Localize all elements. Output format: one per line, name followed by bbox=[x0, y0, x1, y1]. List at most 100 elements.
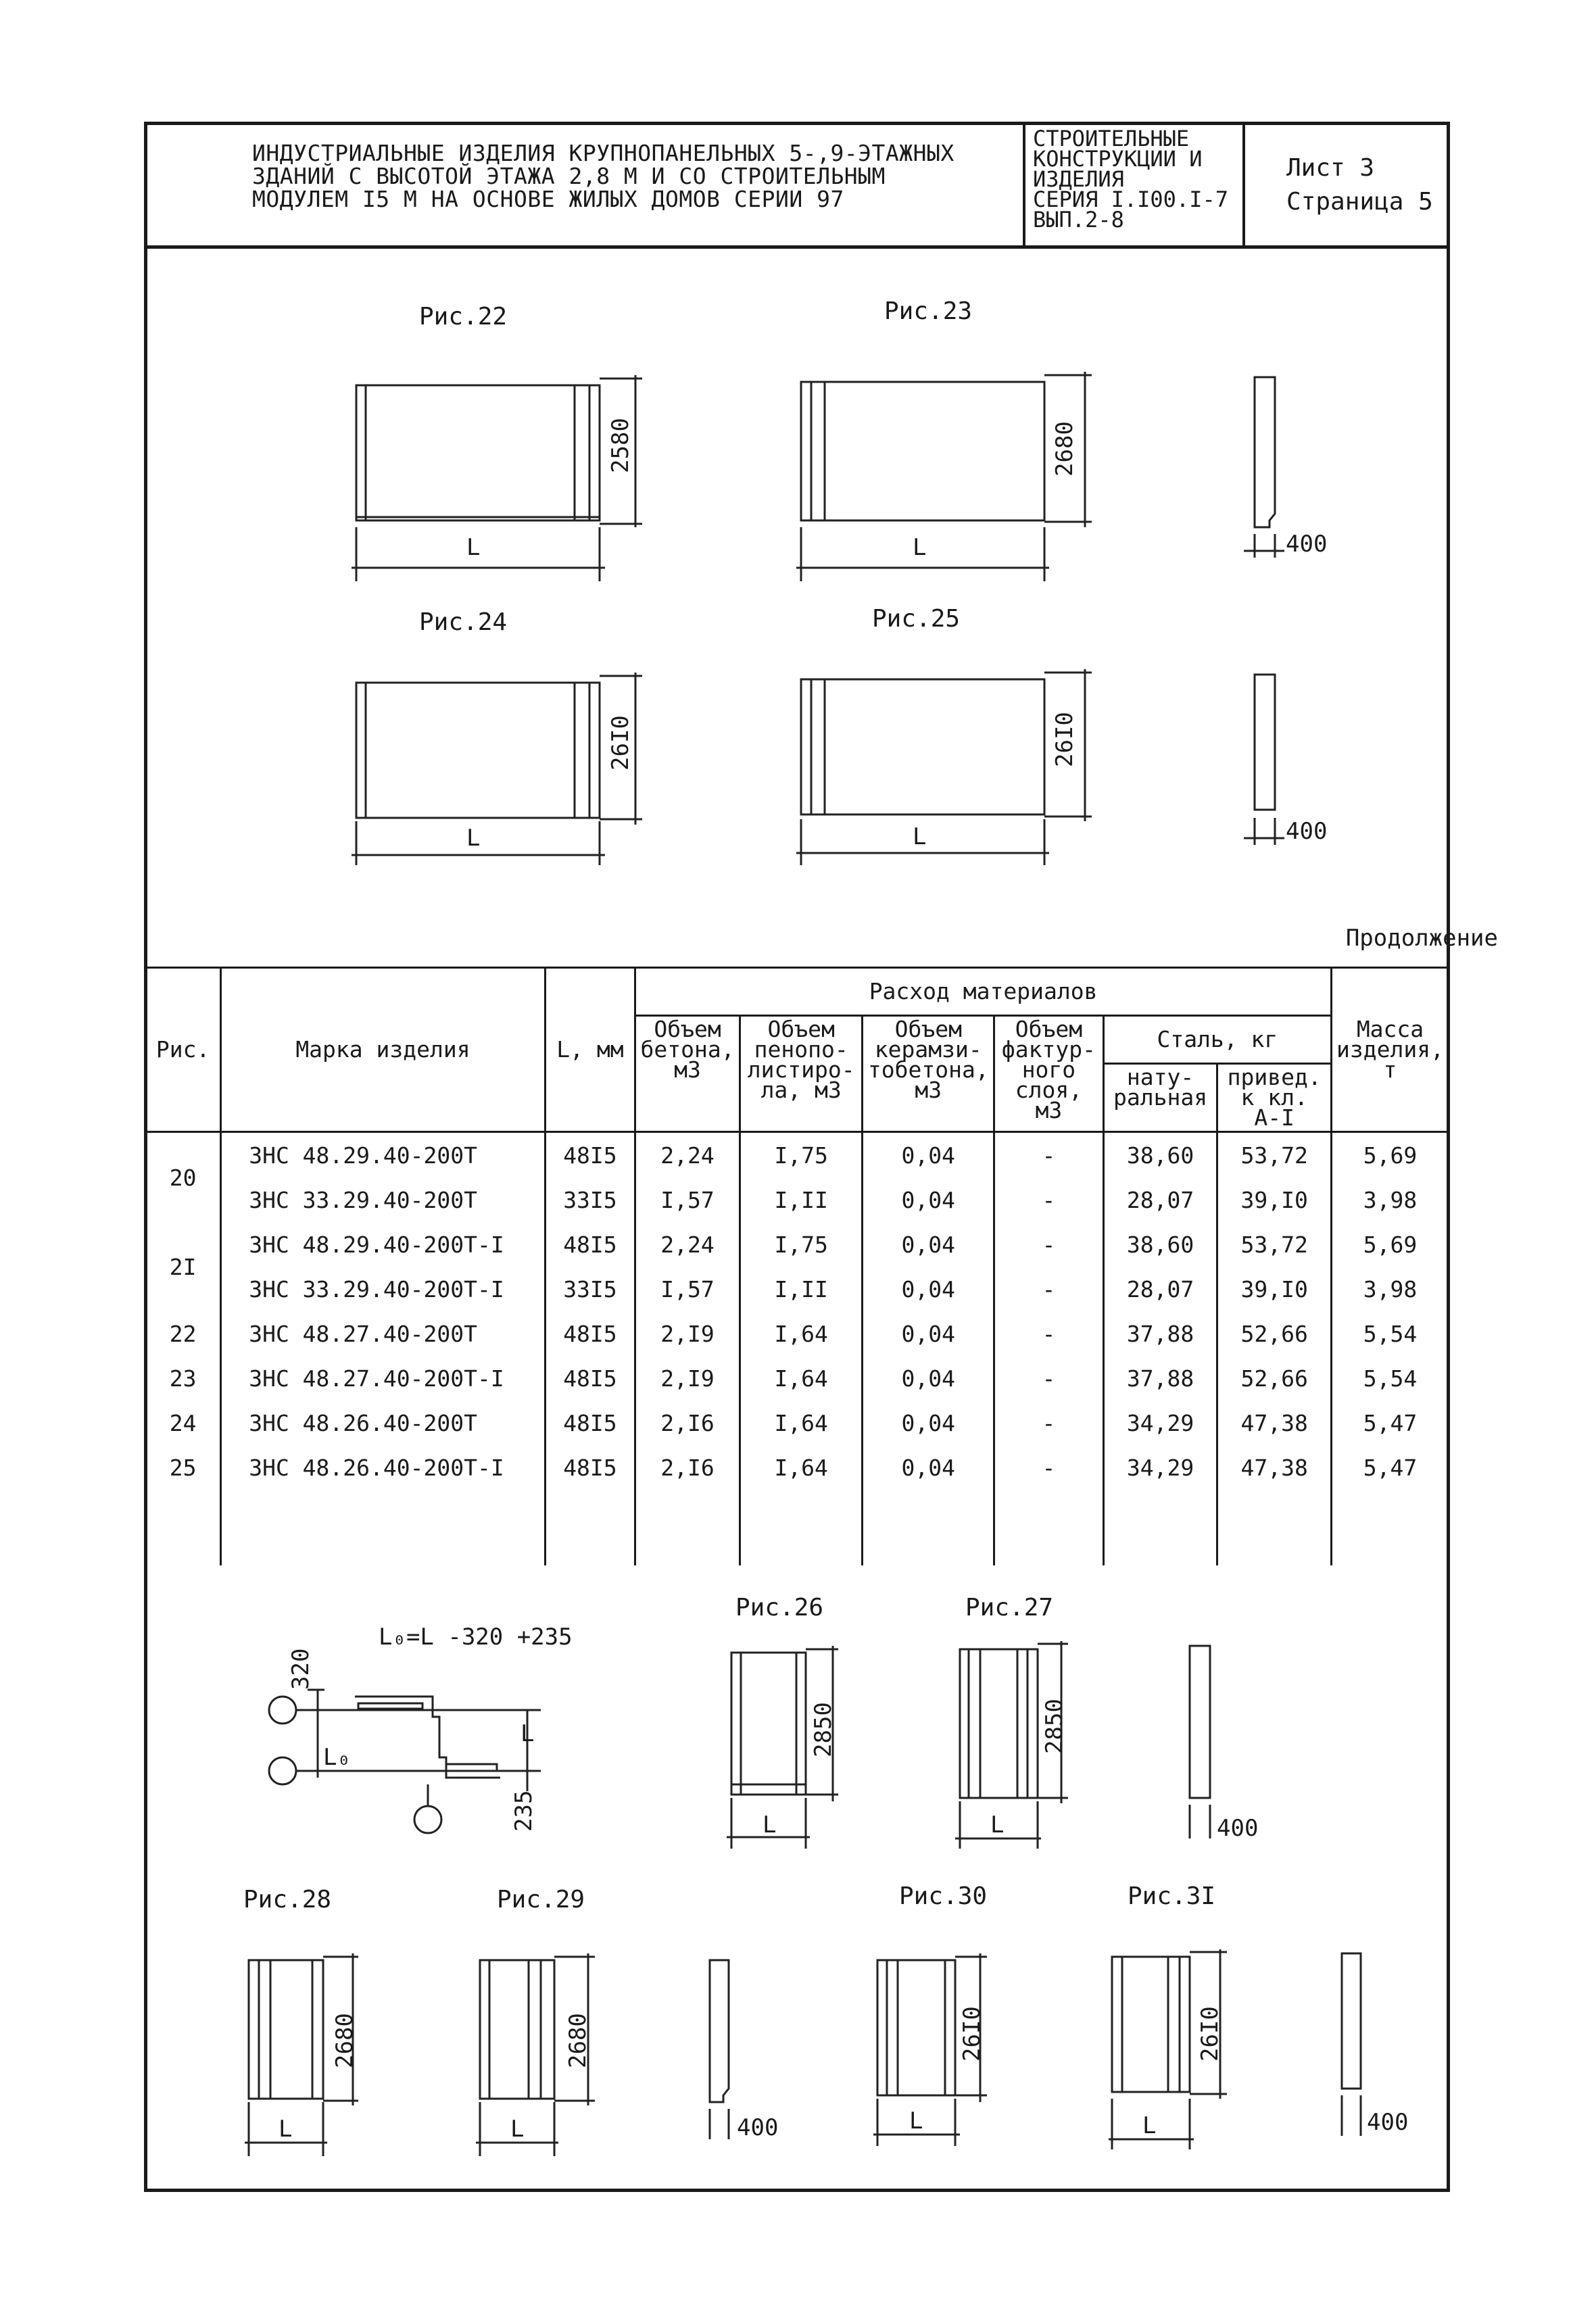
cell-length: 33I5 bbox=[543, 1267, 637, 1311]
cell-concrete: I,57 bbox=[634, 1177, 741, 1222]
cell-steel-reduced: 53,72 bbox=[1216, 1131, 1332, 1177]
cell-length: 48I5 bbox=[543, 1356, 637, 1400]
cell-steel-natural: 34,29 bbox=[1102, 1445, 1219, 1490]
fig26-height-dim: 2850 bbox=[810, 1702, 837, 1757]
panel-fig25-drawing bbox=[796, 669, 1284, 865]
cell-steel-natural: 37,88 bbox=[1102, 1311, 1219, 1356]
cell-steel-reduced: 52,66 bbox=[1216, 1356, 1332, 1400]
cell-keramzit: 0,04 bbox=[861, 1222, 996, 1267]
fig28-height-dim: 2680 bbox=[331, 2013, 358, 2068]
cell-facing: - bbox=[993, 1356, 1105, 1400]
cell-facing: - bbox=[993, 1267, 1105, 1311]
cell-concrete: 2,I9 bbox=[634, 1311, 741, 1356]
panel-fig26-drawing bbox=[727, 1646, 838, 1849]
fig30-height-dim: 26I0 bbox=[959, 2006, 986, 2062]
page-number: Страница 5 bbox=[1286, 188, 1433, 216]
cell-poly: I,II bbox=[738, 1177, 864, 1222]
fig29-label: Рис.29 bbox=[497, 1886, 585, 1914]
cell-concrete: 2,I6 bbox=[634, 1400, 741, 1445]
cell-length: 48I5 bbox=[543, 1222, 637, 1267]
fig30-length-dim: L bbox=[909, 2107, 923, 2135]
panel-fig22-drawing bbox=[352, 375, 642, 581]
cell-steel-reduced: 47,38 bbox=[1216, 1445, 1332, 1490]
fig31-label: Рис.3I bbox=[1128, 1882, 1216, 1910]
cell-mark: ЗНС 48.27.40-200Т bbox=[220, 1311, 546, 1356]
fig22-height-dim: 2580 bbox=[607, 418, 634, 473]
cell-mass: 5,69 bbox=[1330, 1222, 1451, 1267]
cell-facing: - bbox=[993, 1131, 1105, 1177]
fig30-label: Рис.30 bbox=[899, 1882, 988, 1910]
joint-formula: L₀=L -320 +235 bbox=[379, 1624, 573, 1651]
cell-mark: ЗНС 33.29.40-200Т bbox=[220, 1177, 546, 1222]
cell-mass: 5,69 bbox=[1330, 1131, 1451, 1177]
document-title: ИНДУСТРИАЛЬНЫЕ ИЗДЕЛИЯ КРУПНОПАНЕЛЬНЫХ 5… bbox=[252, 142, 1131, 211]
fig31-height-dim: 26I0 bbox=[1196, 2006, 1224, 2062]
cell-facing: - bbox=[993, 1311, 1105, 1356]
cell-steel-natural: 38,60 bbox=[1102, 1131, 1219, 1177]
fig27-thickness-dim: 400 bbox=[1217, 1815, 1259, 1842]
cell-keramzit: 0,04 bbox=[861, 1445, 996, 1490]
sheet-number: Лист 3 bbox=[1286, 154, 1375, 182]
cell-steel-reduced: 39,I0 bbox=[1216, 1267, 1332, 1311]
cell-fig: 25 bbox=[143, 1445, 222, 1490]
cell-keramzit: 0,04 bbox=[861, 1400, 996, 1445]
fig25-length-dim: L bbox=[913, 823, 927, 850]
specification-table: Рис. Марка изделия L, мм Расход материал… bbox=[143, 967, 1451, 1565]
title-line: ЗДАНИЙ С ВЫСОТОЙ ЭТАЖА 2,8 М И СО СТРОИТ… bbox=[252, 163, 886, 189]
fig27-height-dim: 2850 bbox=[1041, 1699, 1068, 1754]
col-fig: Рис. bbox=[143, 967, 222, 1133]
cell-concrete: 2,I6 bbox=[634, 1445, 741, 1490]
cell-mark: ЗНС 48.26.40-200Т-I bbox=[220, 1445, 546, 1490]
series-line: КОНСТРУКЦИИ И bbox=[1033, 146, 1203, 172]
cell-fig: 20 bbox=[143, 1131, 222, 1222]
cell-steel-reduced: 39,I0 bbox=[1216, 1177, 1332, 1222]
panel-fig24-drawing bbox=[352, 673, 642, 865]
fig23-length-dim: L bbox=[913, 534, 927, 561]
cell-fig: 24 bbox=[143, 1400, 222, 1445]
series-line: СЕРИЯ I.I00.I-7 bbox=[1033, 187, 1228, 212]
cell-fig: 23 bbox=[143, 1356, 222, 1400]
cell-concrete: 2,24 bbox=[634, 1131, 741, 1177]
panel-fig28-drawing bbox=[245, 1953, 358, 2156]
fig25-height-dim: 26I0 bbox=[1051, 712, 1078, 767]
panel-fig31-drawing bbox=[1109, 1949, 1362, 2149]
joint-label-l0: L₀ bbox=[323, 1744, 351, 1771]
col-length: L, мм bbox=[543, 967, 637, 1133]
fig25-thickness-dim: 400 bbox=[1286, 818, 1328, 845]
continuation-note: Продолжение bbox=[1345, 925, 1498, 952]
title-divider bbox=[1023, 122, 1025, 245]
series-line: СТРОИТЕЛЬНЫЕ bbox=[1033, 126, 1190, 151]
fig24-length-dim: L bbox=[466, 825, 481, 852]
cell-mass: 3,98 bbox=[1330, 1177, 1451, 1222]
cell-mark: ЗНС 48.29.40-200Т bbox=[220, 1131, 546, 1177]
cell-poly: I,75 bbox=[738, 1131, 864, 1177]
table-row: 22 ЗНС 48.27.40-200Т 48I5 2,I9 I,64 0,04… bbox=[143, 1311, 1451, 1356]
fig29-thickness-dim: 400 bbox=[737, 2114, 779, 2141]
cell-mass: 5,54 bbox=[1330, 1356, 1451, 1400]
col-concrete: Объем бетона, м3 bbox=[634, 1015, 741, 1133]
title-line: МОДУЛЕМ I5 М НА ОСНОВЕ ЖИЛЫХ ДОМОВ СЕРИИ… bbox=[252, 186, 844, 212]
col-steel-reduced: привед. к кл. А-I bbox=[1216, 1063, 1332, 1133]
table-row-empty bbox=[143, 1490, 1451, 1565]
cell-mark: ЗНС 33.29.40-200Т-I bbox=[220, 1267, 546, 1311]
cell-poly: I,64 bbox=[738, 1311, 864, 1356]
cell-mass: 5,54 bbox=[1330, 1311, 1451, 1356]
fig23-label: Рис.23 bbox=[884, 297, 973, 325]
fig25-label: Рис.25 bbox=[872, 605, 961, 633]
col-mark: Марка изделия bbox=[220, 967, 546, 1133]
cell-poly: I,64 bbox=[738, 1445, 864, 1490]
series-line: ИЗДЕЛИЯ bbox=[1033, 166, 1124, 192]
fig22-length-dim: L bbox=[466, 534, 481, 561]
cell-length: 48I5 bbox=[543, 1311, 637, 1356]
fig26-length-dim: L bbox=[763, 1811, 777, 1838]
cell-mark: ЗНС 48.26.40-200Т bbox=[220, 1400, 546, 1445]
cell-mark: ЗНС 48.27.40-200Т-I bbox=[220, 1356, 546, 1400]
fig23-thickness-dim: 400 bbox=[1286, 531, 1328, 558]
col-steel-natural: нату- ральная bbox=[1102, 1063, 1219, 1133]
cell-keramzit: 0,04 bbox=[861, 1267, 996, 1311]
cell-poly: I,75 bbox=[738, 1222, 864, 1267]
title-line: ИНДУСТРИАЛЬНЫЕ ИЗДЕЛИЯ КРУПНОПАНЕЛЬНЫХ 5… bbox=[252, 140, 954, 166]
cell-facing: - bbox=[993, 1222, 1105, 1267]
cell-poly: I,II bbox=[738, 1267, 864, 1311]
